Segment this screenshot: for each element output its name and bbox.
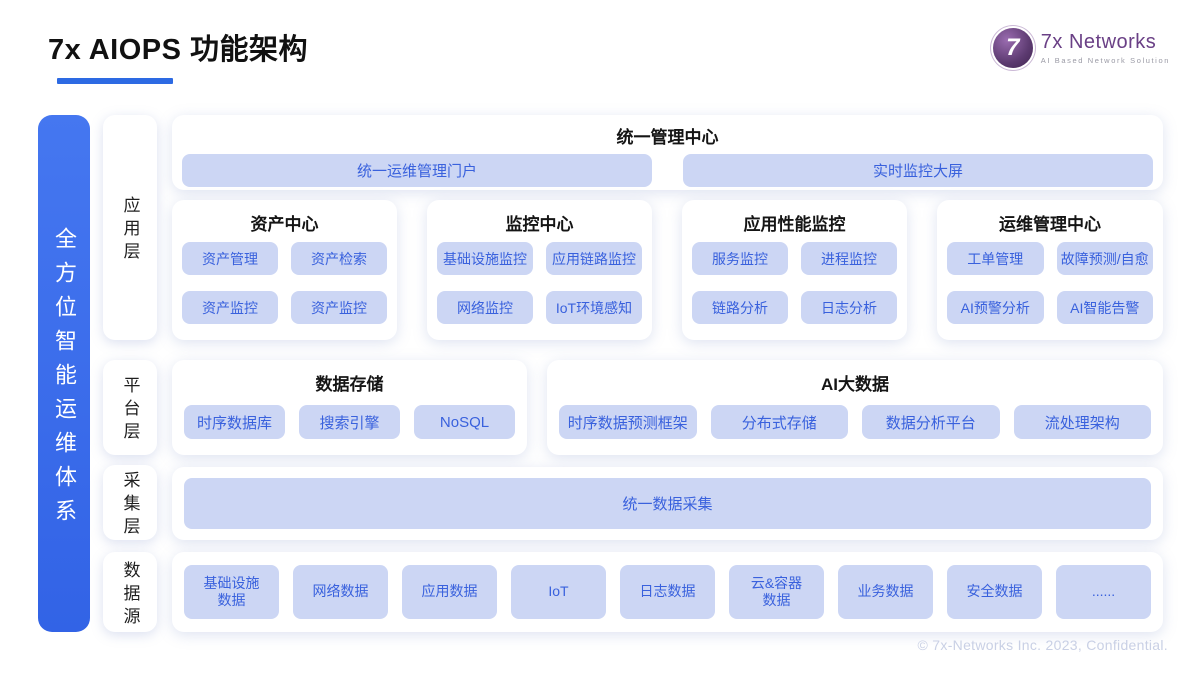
section-pills: 时序数据库 搜索引擎 NoSQL [184,405,515,439]
section-title: AI大数据 [821,375,889,394]
page-title: 7x AIOPS 功能架构 [48,34,309,66]
node-search-engine: 搜索引擎 [299,405,400,439]
node-log-data: 日志数据 [620,565,715,619]
section-title: 资产中心 [250,215,319,234]
node-ticket-management: 工单管理 [947,242,1044,275]
section-title: 应用性能监控 [743,215,846,234]
node-application-data: 应用数据 [402,565,497,619]
node-unified-ops-portal: 统一运维管理门户 [182,154,652,187]
section-unified-data-collection: 统一数据采集 [172,467,1163,540]
node-realtime-monitor-screen: 实时监控大屏 [683,154,1153,187]
section-ops-management-center: 运维管理中心 工单管理 故障预测/自愈 AI预警分析 AI智能告警 [937,200,1163,340]
section-apm: 应用性能监控 服务监控 进程监控 链路分析 日志分析 [682,200,907,340]
node-stream-processing-architecture: 流处理架构 [1013,405,1151,439]
title-underline [57,78,173,84]
node-asset-monitoring: 资产监控 [182,291,278,324]
node-iot-data: IoT [511,565,606,619]
brand-name: 7x Networks [1040,31,1157,53]
copyright-notice: © 7x-Networks Inc. 2023, Confidential. [917,637,1168,653]
node-process-monitoring: 进程监控 [801,242,897,275]
section-management-center: 统一管理中心 统一运维管理门户 实时监控大屏 [172,115,1163,190]
brand-tagline: AI Based Network Solution [1040,56,1170,65]
node-log-analysis: 日志分析 [801,291,897,324]
section-title: 数据存储 [315,375,384,394]
section-pills: 服务监控 进程监控 链路分析 日志分析 [692,242,897,324]
node-network-data: 网络数据 [293,565,388,619]
section-pills: 资产管理 资产检索 资产监控 资产监控 [182,242,387,324]
node-trace-analysis: 链路分析 [692,291,788,324]
section-pills: 工单管理 故障预测/自愈 AI预警分析 AI智能告警 [947,242,1153,324]
section-pills: 基础设施监控 应用链路监控 网络监控 IoT环境感知 [437,242,642,324]
section-data-sources: 基础设施 数据 网络数据 应用数据 IoT 日志数据 云&容器 数据 业务数据 … [172,552,1163,632]
layer-label-platform: 平台层 [103,360,157,455]
section-asset-center: 资产中心 资产管理 资产检索 资产监控 资产监控 [172,200,397,340]
node-asset-management: 资产管理 [182,242,278,275]
node-cloud-container-data: 云&容器 数据 [729,565,824,619]
section-pills: 时序数据预测框架 分布式存储 数据分析平台 流处理架构 [559,405,1151,439]
node-network-monitoring: 网络监控 [437,291,533,324]
node-nosql: NoSQL [414,405,515,439]
node-asset-monitoring: 资产监控 [291,291,387,324]
brand-mark-icon: 7 [992,28,1033,68]
section-title: 监控中心 [505,215,574,234]
section-title: 统一管理中心 [616,128,719,147]
layer-label-datasource: 数据源 [103,552,157,632]
section-ai-bigdata: AI大数据 时序数据预测框架 分布式存储 数据分析平台 流处理架构 [547,360,1163,455]
node-data-analysis-platform: 数据分析平台 [862,405,1000,439]
node-app-link-monitoring: 应用链路监控 [546,242,642,275]
node-distributed-storage: 分布式存储 [710,405,848,439]
node-infrastructure-data: 基础设施 数据 [184,565,279,619]
management-pills: 统一运维管理门户 实时监控大屏 [182,154,1153,187]
section-data-storage: 数据存储 时序数据库 搜索引擎 NoSQL [172,360,527,455]
brand-text: 7x Networks AI Based Network Solution [1041,31,1170,65]
node-service-monitoring: 服务监控 [692,242,788,275]
brand-logo: 7 7x Networks AI Based Network Solution [992,28,1170,68]
section-title: 运维管理中心 [999,215,1101,234]
node-security-data: 安全数据 [947,565,1042,619]
node-ai-alert-analysis: AI预警分析 [947,291,1044,324]
brand-mark-glyph: 7 [1006,34,1020,61]
node-infrastructure-monitoring: 基础设施监控 [437,242,533,275]
node-timeseries-database: 时序数据库 [184,405,285,439]
layer-label-collection: 采集层 [103,465,157,540]
node-iot-environment-sensing: IoT环境感知 [546,291,642,324]
node-timeseries-prediction-framework: 时序数据预测框架 [559,405,697,439]
node-fault-prediction-healing: 故障预测/自愈 [1056,242,1153,275]
node-unified-data-collection: 统一数据采集 [184,478,1151,529]
node-asset-search: 资产检索 [291,242,387,275]
side-banner: 全方位智能运维体系 [38,115,90,632]
layer-label-application: 应用层 [103,115,157,340]
node-ai-smart-alerting: AI智能告警 [1056,291,1153,324]
section-monitor-center: 监控中心 基础设施监控 应用链路监控 网络监控 IoT环境感知 [427,200,652,340]
node-more-ellipsis: ...... [1056,565,1151,619]
node-business-data: 业务数据 [838,565,933,619]
